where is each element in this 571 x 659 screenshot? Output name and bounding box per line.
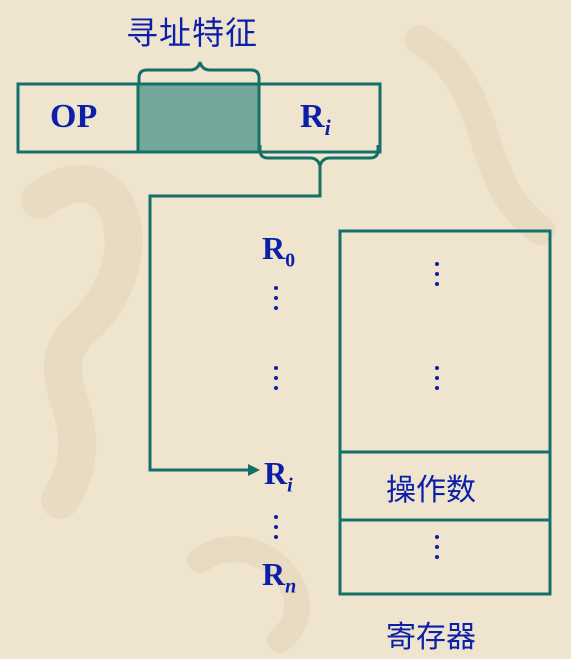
pointer-line	[148, 166, 322, 472]
ri-field-label-main: R	[300, 98, 325, 135]
register-ellipsis-1	[435, 262, 441, 292]
left-ellipsis-3	[274, 515, 280, 545]
register-file	[338, 229, 552, 596]
op-label: OP	[50, 98, 98, 135]
bottom-brace	[258, 145, 380, 167]
r0-sub: 0	[285, 249, 296, 272]
pointer-arrowhead	[248, 464, 260, 476]
ri-sub: i	[287, 474, 293, 497]
register-ellipsis-2	[435, 366, 441, 396]
ri-main: R	[264, 455, 288, 491]
top-brace	[137, 61, 261, 84]
addressing-feature-title: 寻址特征	[126, 14, 259, 52]
rn-sub: n	[285, 575, 297, 598]
r0-main: R	[262, 230, 286, 266]
operand-label: 操作数	[386, 473, 476, 508]
register-rn-label: Rn	[262, 556, 296, 598]
register-ri-label: Ri	[264, 455, 293, 497]
register-r0-label: R0	[262, 230, 295, 272]
register-file-caption: 寄存器	[386, 620, 476, 655]
addressing-feature-field	[136, 82, 261, 154]
background-texture	[21, 25, 555, 653]
left-ellipsis-2	[274, 366, 280, 396]
ri-field-label-sub: i	[324, 114, 331, 140]
ri-field	[257, 82, 382, 154]
left-ellipsis-1	[274, 286, 280, 316]
register-ellipsis-3	[435, 535, 441, 565]
rn-main: R	[262, 556, 286, 592]
ri-field-label: Ri	[300, 98, 331, 141]
